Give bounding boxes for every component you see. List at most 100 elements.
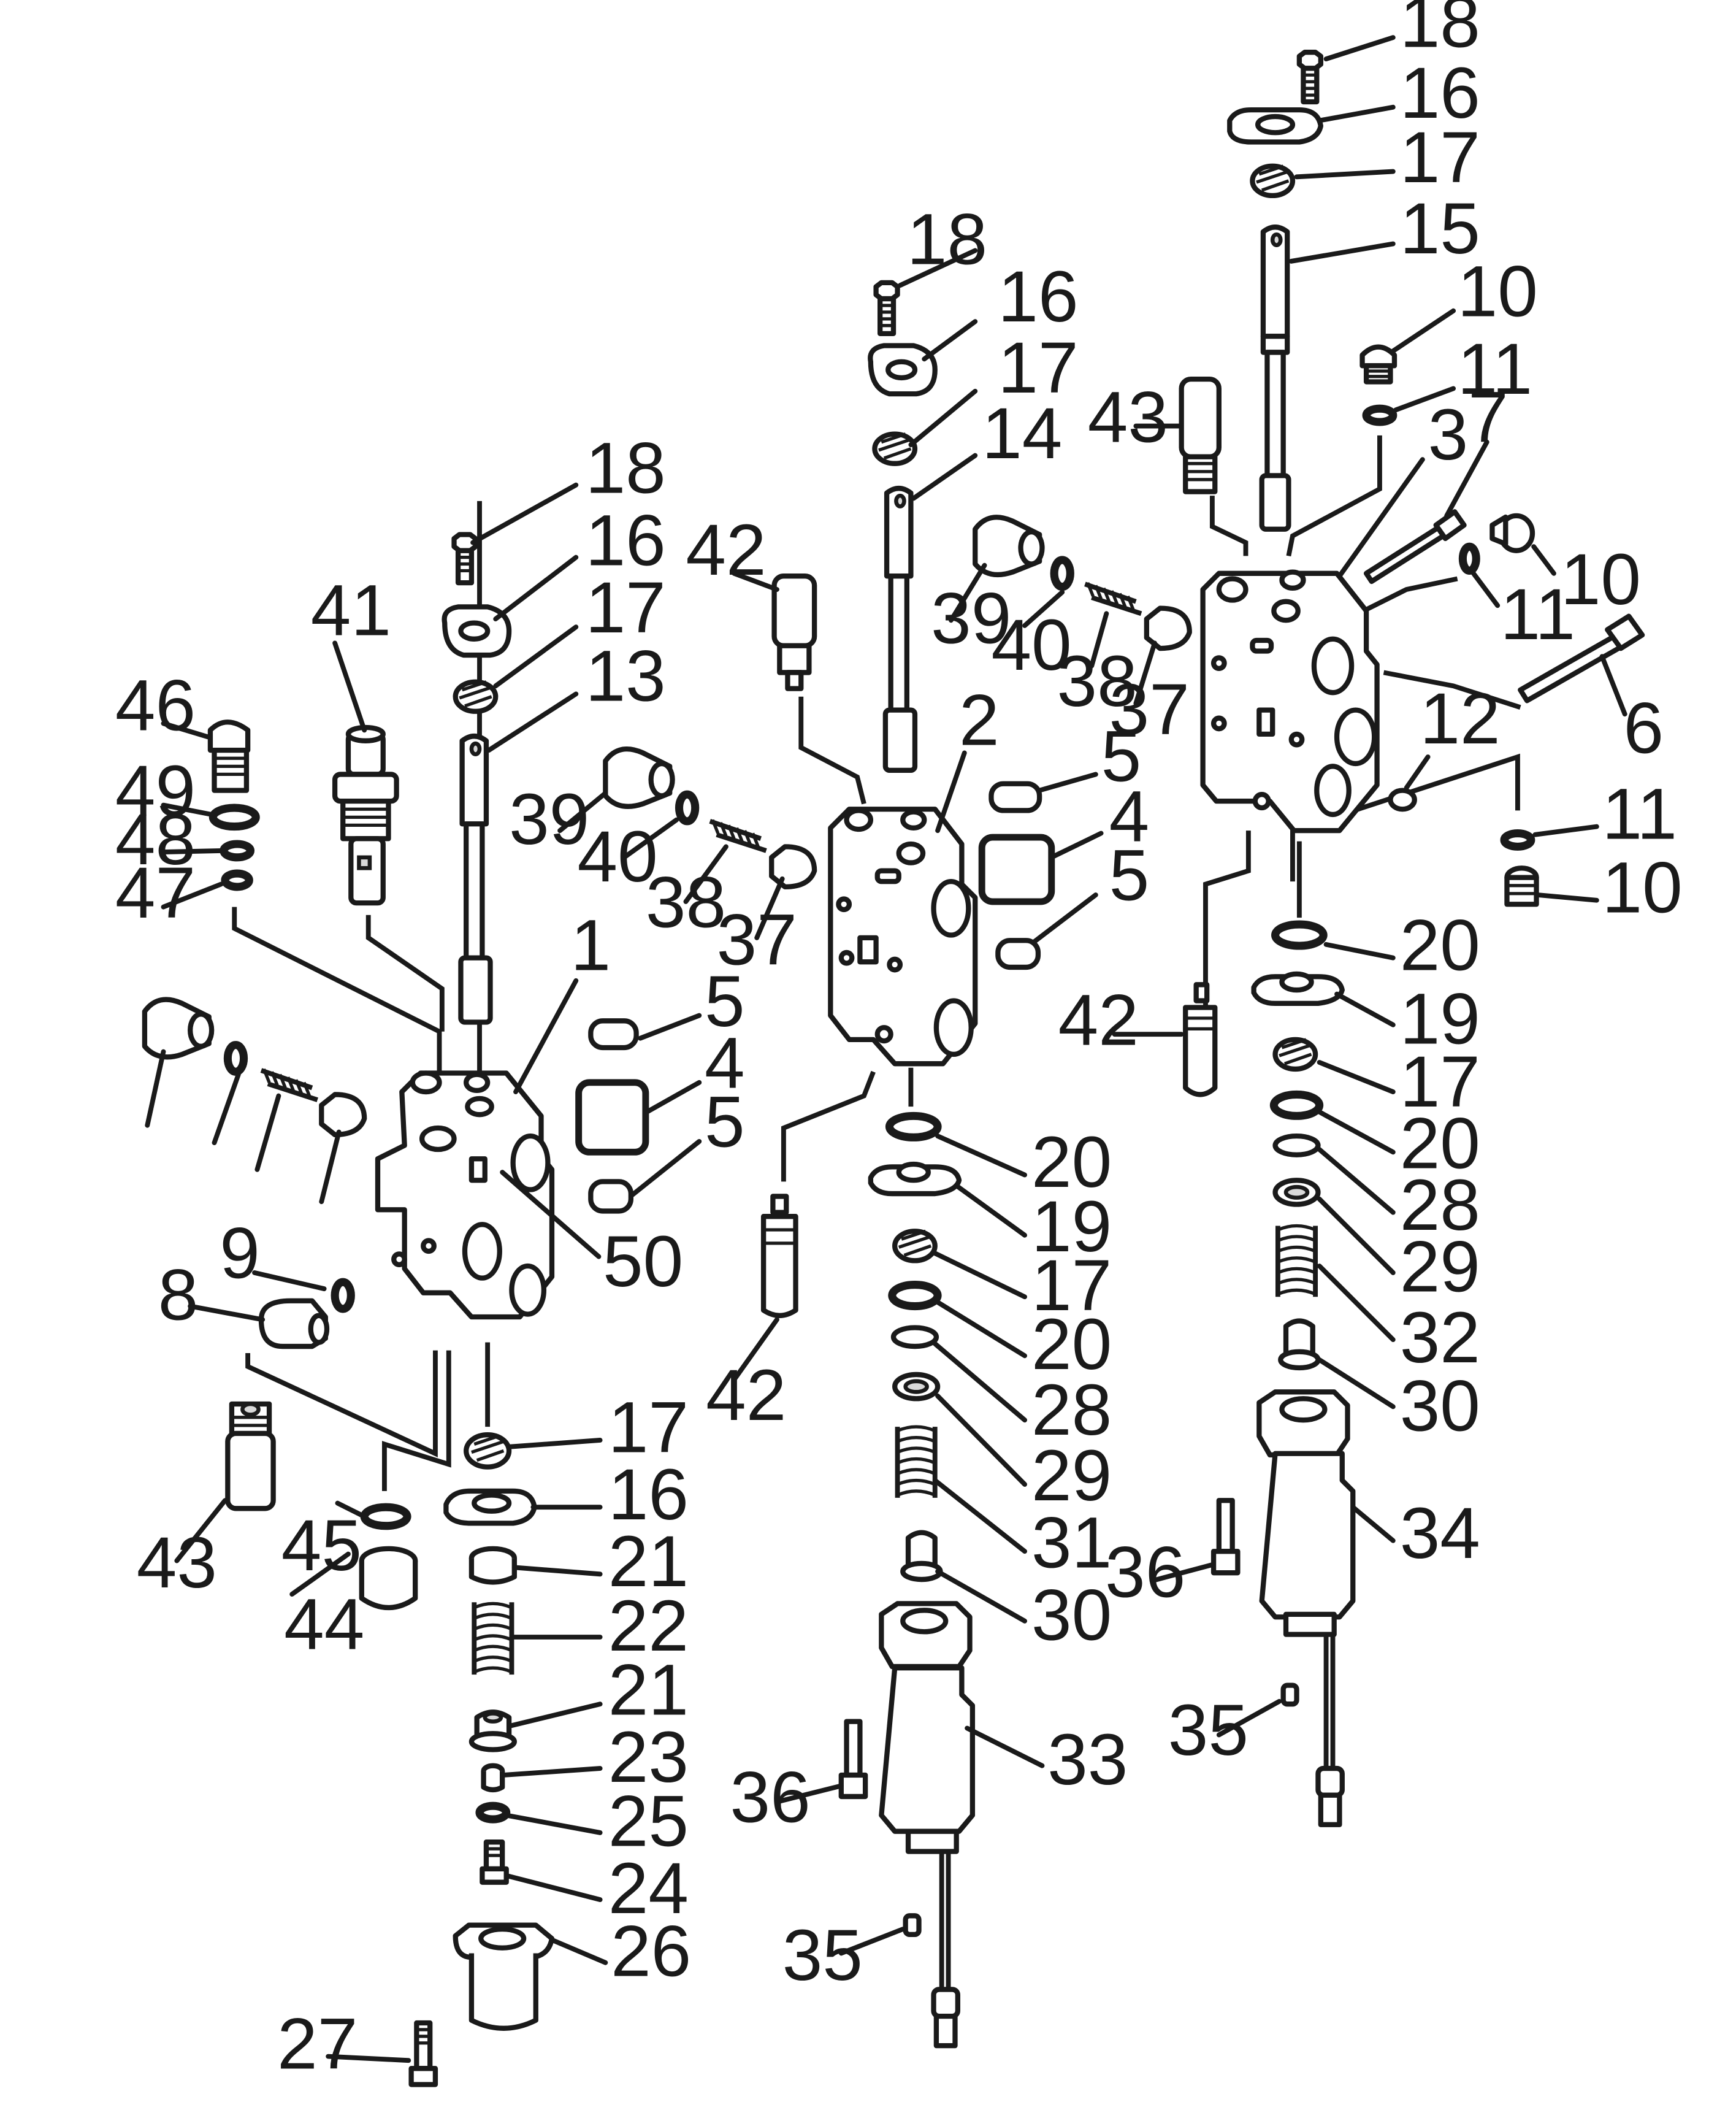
callout-label: 16 (1400, 52, 1480, 133)
callout-label: 39 (509, 778, 589, 859)
callout-label: 42 (686, 509, 766, 590)
callout-label: 36 (1105, 1531, 1185, 1612)
part-11-oring-mid (1458, 542, 1480, 575)
callout-label: 36 (730, 1756, 811, 1837)
part-19-retainer-right (1251, 971, 1345, 1007)
callout-label: 10 (1561, 539, 1641, 620)
part-22-spring (472, 1602, 514, 1675)
callout-label: 24 (608, 1847, 689, 1928)
callout-label: 48 (115, 799, 196, 880)
leader-lines (145, 35, 1627, 2063)
part-48-backup-ring (220, 840, 255, 862)
callout-label: 14 (982, 393, 1062, 474)
part-21-seat-top (468, 1546, 517, 1585)
part-12-pin (1388, 788, 1417, 812)
callout-label: 5 (705, 961, 745, 1042)
part-11-oring-top (1362, 404, 1398, 426)
part-49-oring (208, 804, 260, 831)
callout-label: 2 (959, 679, 1000, 760)
callout-label: 43 (1088, 377, 1168, 458)
callout-label: 16 (998, 256, 1078, 337)
part-17-seal-center-low (892, 1229, 938, 1264)
part-17-seal-left (453, 679, 499, 714)
callout-label: 30 (1031, 1574, 1112, 1655)
part-30-cap-right (1278, 1318, 1321, 1371)
part-20-oring-center-b (888, 1281, 942, 1311)
part-29-seat-center (892, 1372, 941, 1402)
part-26-cover (453, 1922, 555, 2031)
part-37-piston-left (769, 844, 817, 890)
callout-label: 26 (611, 1911, 691, 1992)
callout-label: 10 (1602, 846, 1683, 927)
callout-label: 29 (1400, 1226, 1480, 1307)
callout-label: 10 (1458, 250, 1538, 331)
callout-label: 33 (1047, 1719, 1128, 1800)
part-23-spacer (481, 1763, 505, 1793)
callout-label: 35 (1168, 1689, 1248, 1770)
callout-label: 43 (137, 1522, 217, 1603)
part-30-cap-center (900, 1530, 943, 1582)
callout-label: 23 (608, 1716, 689, 1797)
part-41-relief-valve (332, 724, 399, 906)
part-10-plug-top (1359, 344, 1398, 385)
part-35-nipple-center (903, 1913, 922, 1938)
callout-label: 31 (1031, 1502, 1112, 1582)
part-5-gasket-left-b (588, 1179, 634, 1214)
callout-label: 21 (608, 1649, 689, 1730)
callout-label: 4 (1109, 776, 1150, 857)
callout-label: 40 (577, 816, 657, 897)
callout-label: 4 (705, 1022, 745, 1103)
callout-label: 18 (1400, 0, 1480, 62)
part-42-cartridge-top (771, 574, 817, 691)
part-34-actuator (1256, 1389, 1356, 1827)
callout-label: 16 (608, 1454, 689, 1535)
callout-label: 17 (1400, 117, 1480, 198)
part-3-valve-body (1200, 569, 1380, 834)
callout-label: 1 (571, 904, 611, 985)
callout-label: 12 (1420, 678, 1500, 759)
part-11-oring-low (1500, 829, 1535, 851)
part-18-bolt-center (873, 280, 900, 336)
part-42-cartridge-right (1183, 982, 1218, 1097)
part-46-plug (207, 719, 251, 793)
part-37-piston-far-left (319, 1092, 367, 1138)
callout-label: 35 (782, 1914, 863, 1995)
part-13-spool (458, 734, 493, 1025)
callout-label: 46 (115, 664, 196, 745)
part-28-washer-right (1272, 1133, 1321, 1157)
part-7-bolt (1363, 509, 1467, 585)
callout-label: 18 (586, 428, 666, 508)
callout-label: 38 (646, 861, 726, 942)
part-20-oring-right-b (1269, 1090, 1324, 1120)
part-28-washer-center (890, 1325, 939, 1349)
callout-label: 38 (1057, 640, 1138, 721)
callout-label: 17 (998, 327, 1078, 408)
callout-label: 42 (706, 1354, 786, 1435)
callout-label: 34 (1400, 1492, 1480, 1573)
part-40-oring-far-left (223, 1041, 248, 1076)
part-25-washer (475, 1801, 511, 1824)
part-2-valve-body (828, 807, 978, 1067)
callout-label: 15 (1400, 188, 1480, 269)
callout-label: 5 (705, 1081, 745, 1162)
callout-label: 16 (586, 500, 666, 581)
part-31-spring (895, 1425, 938, 1498)
callout-label: 17 (608, 1387, 689, 1468)
callout-label: 7 (1468, 377, 1508, 458)
callout-label: 44 (284, 1584, 364, 1665)
part-40-oring-center (1050, 556, 1074, 591)
callout-label: 17 (1400, 1041, 1480, 1122)
callout-label: 49 (115, 750, 196, 831)
part-17-seal-right (1250, 163, 1296, 199)
callout-label: 20 (1400, 904, 1480, 985)
callout-label: 11 (1602, 773, 1677, 854)
part-42-cartridge-low (760, 1194, 798, 1318)
part-4-gasket-center (978, 834, 1055, 905)
callout-label: 32 (1400, 1297, 1480, 1378)
callout-label: 22 (608, 1585, 689, 1666)
part-36-bolt-right (1210, 1498, 1241, 1576)
part-40-oring-left (675, 790, 700, 826)
part-17-seal-left-low (464, 1432, 512, 1470)
